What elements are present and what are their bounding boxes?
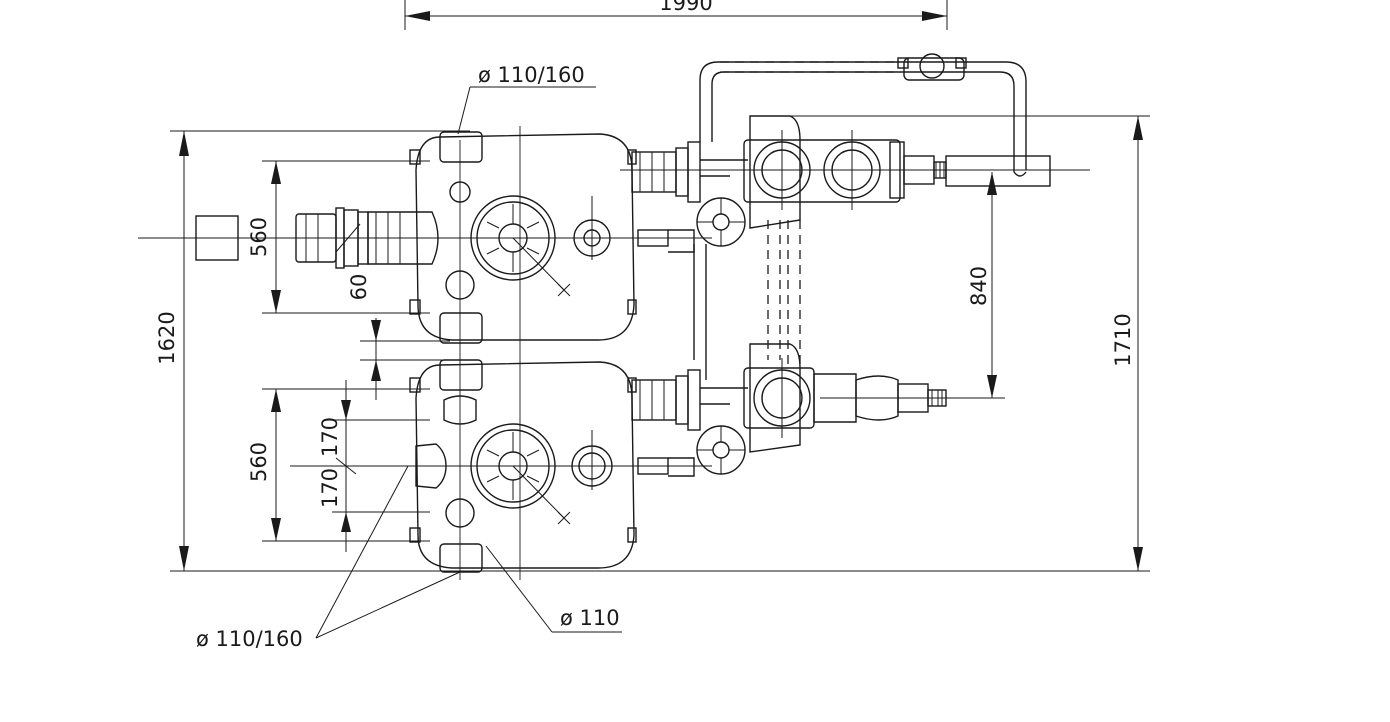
dimension-overall-width-value: 1990 <box>659 0 712 15</box>
dimension-lower-tank-width: 560 <box>247 388 430 542</box>
lower-gate-valve-assembly <box>696 343 950 475</box>
dimension-overall-height-right-value: 1710 <box>1111 313 1135 366</box>
label-top-inlet: ø 110/160 <box>457 63 596 135</box>
dimension-upper-tank-width-value: 560 <box>247 217 271 257</box>
dimension-outlet-spacing-value: 840 <box>967 266 991 306</box>
label-bottom-inlet-text: ø 110 <box>560 606 620 630</box>
dimension-inlet-offset-a-value: 170 <box>318 417 342 457</box>
dimension-tank-gap-value: 60 <box>347 274 371 301</box>
dimension-inlet-offset-b-value: 170 <box>318 468 342 508</box>
dimension-overall-width: 1990 <box>404 0 948 30</box>
label-side-inlets-text: ø 110/160 <box>196 627 303 651</box>
centre-lines <box>138 126 1090 580</box>
pressure-pipe-upper <box>631 141 748 253</box>
dimension-overall-height-left: 1620 <box>155 130 1150 572</box>
upper-collecting-tank <box>409 131 637 344</box>
dimension-overall-height-left-value: 1620 <box>155 311 179 364</box>
inlet-pipe-upper <box>195 207 439 269</box>
label-top-inlet-text: ø 110/160 <box>478 63 585 87</box>
label-bottom-inlet: ø 110 <box>485 545 622 633</box>
lower-collecting-tank <box>409 359 637 573</box>
dimension-inlet-offsets: 170 170 <box>318 380 430 552</box>
dimension-lower-tank-width-value: 560 <box>247 442 271 482</box>
dimension-outlet-spacing: 840 <box>940 172 1005 399</box>
dimension-upper-tank-width: 560 <box>247 160 430 314</box>
upper-gate-valve-assembly <box>696 115 1051 247</box>
label-side-inlets: ø 110/160 <box>196 465 461 651</box>
manifold-pipes <box>693 53 1027 380</box>
dimension-overall-height-right: 1710 <box>750 115 1150 571</box>
dimension-tank-gap: 60 <box>347 274 450 400</box>
pressure-pipe-lower <box>631 369 748 477</box>
